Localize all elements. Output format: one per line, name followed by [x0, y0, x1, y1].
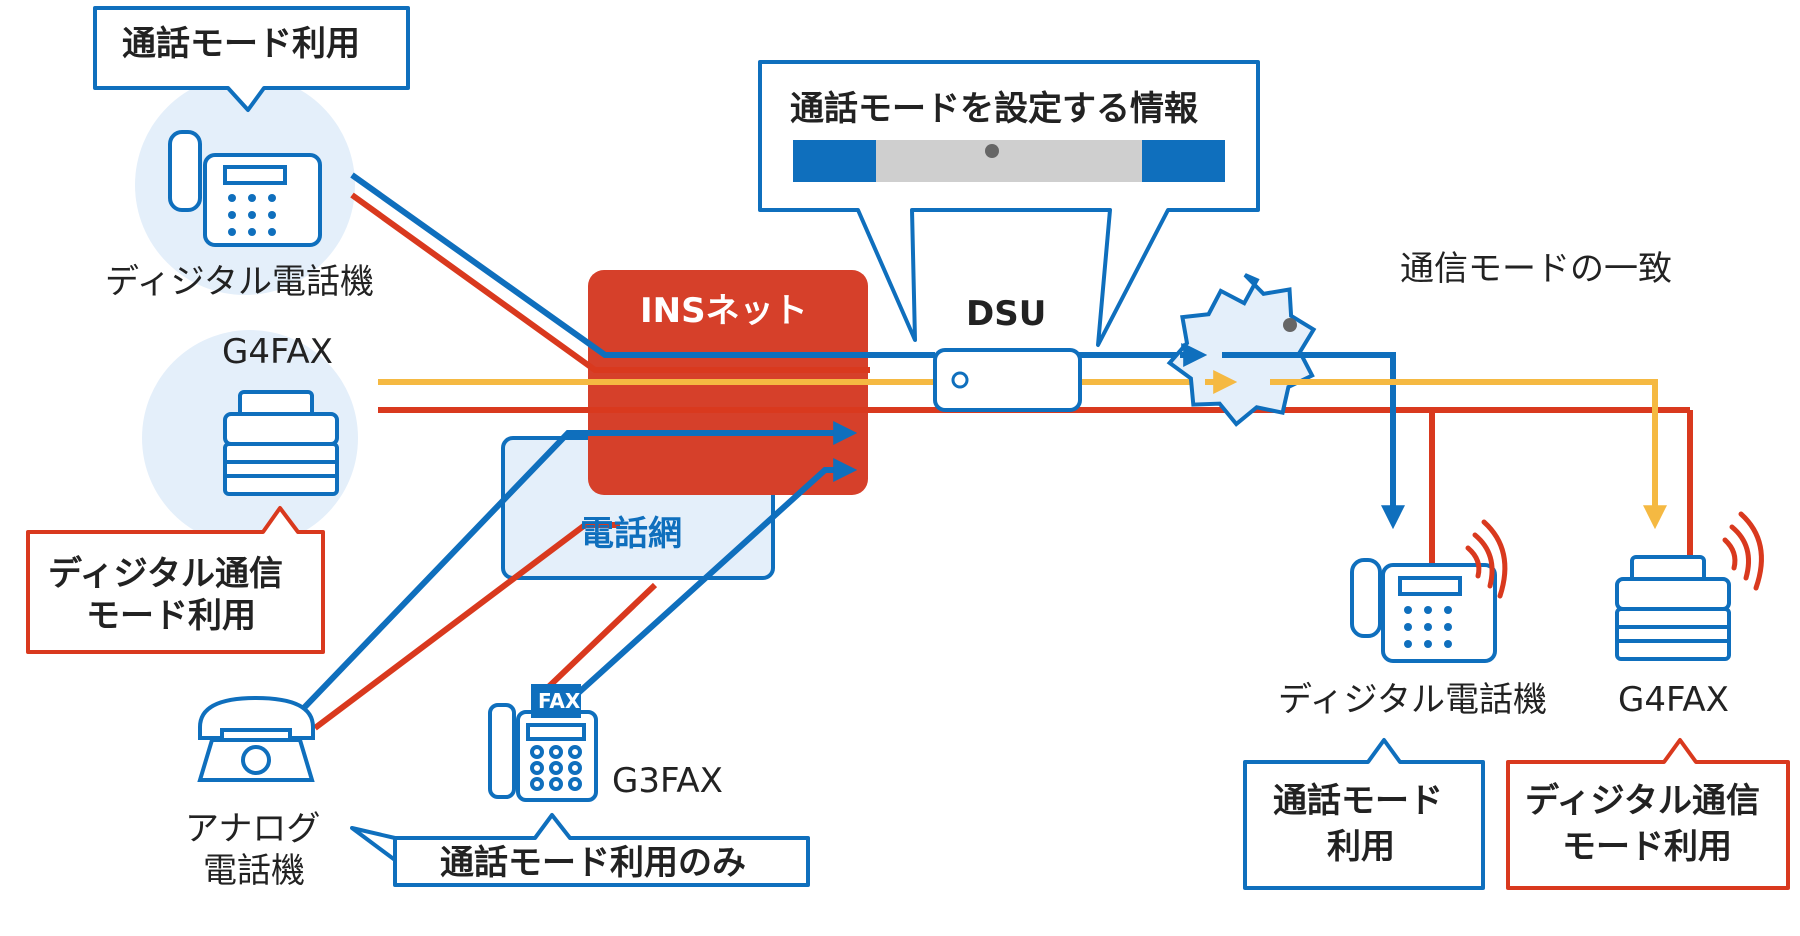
ins-net-label: INSネット: [640, 291, 808, 331]
mode-match-label: 通信モードの一致: [1400, 249, 1672, 289]
fax-machine-right-icon: [1615, 555, 1731, 661]
dsu-label: DSU: [966, 294, 1047, 334]
rotary-phone-icon: [197, 695, 315, 782]
desk-phone-right-icon: [1350, 558, 1497, 663]
line-digital-phone-blue: [350, 172, 935, 358]
analog-phone-label-line1: アナログ: [185, 809, 321, 849]
mode-info-bar-right: [1142, 140, 1225, 182]
callout-left-mid-line1: ディジタル通信: [48, 554, 283, 594]
line-analog-red: [313, 522, 620, 731]
callout-left-mid-line2: モード利用: [86, 596, 256, 636]
digital-phone-right-label: ディジタル電話機: [1278, 680, 1547, 720]
callout-left-mid-box: [26, 506, 325, 654]
mode-info-bar-middle: [876, 140, 1142, 182]
callout-mode-info-box: [758, 60, 1260, 347]
fax-machine-icon: [223, 390, 339, 496]
burst-icon: [1166, 273, 1317, 427]
line-right-yellow: [1270, 379, 1667, 530]
fax-badge-label: FAX: [538, 689, 581, 713]
dsu-device-icon: [933, 348, 1082, 412]
dsu-led: [951, 371, 969, 389]
burst-dot: [1283, 318, 1297, 332]
callout-left-top-box: [93, 6, 410, 112]
mode-info-dot: [985, 144, 999, 158]
callout-right-a-line1: 通話モード: [1273, 781, 1443, 821]
callout-right-a-box: [1243, 738, 1485, 890]
callout-top-center-text: 通話モードを設定する情報: [790, 89, 1198, 129]
callout-left-top-text: 通話モード利用: [122, 24, 360, 64]
g3fax-label: G3FAX: [612, 761, 723, 801]
g4fax-right-label: G4FAX: [1618, 680, 1729, 720]
digital-phone-left-label: ディジタル電話機: [105, 262, 374, 302]
line-g3fax-blue: [562, 458, 858, 708]
analog-phone-label-line2: 電話機: [203, 851, 305, 891]
callout-right-b-line2: モード利用: [1562, 827, 1732, 867]
signal-wave-icon: [1465, 519, 1508, 599]
line-g3fax-red: [537, 582, 658, 698]
g3fax-machine-icon: [488, 684, 598, 802]
callout-right-b-line1: ディジタル通信: [1525, 781, 1760, 821]
callout-right-a-line2: 利用: [1327, 827, 1395, 867]
desk-phone-icon: [168, 130, 322, 247]
line-analog-blue: [297, 421, 858, 715]
phone-net-label: 電話網: [580, 514, 682, 554]
line-right-blue: [1222, 352, 1405, 530]
callout-bottom-mid-text: 通話モード利用のみ: [440, 843, 746, 883]
signal-wave-icon-2: [1722, 511, 1764, 591]
mode-info-bar-left: [793, 140, 876, 182]
callout-right-b-box: [1506, 738, 1790, 890]
line-digital-phone-red: [350, 192, 870, 373]
callout-bottom-mid-box: [350, 813, 810, 887]
g4fax-left-label: G4FAX: [222, 332, 333, 372]
